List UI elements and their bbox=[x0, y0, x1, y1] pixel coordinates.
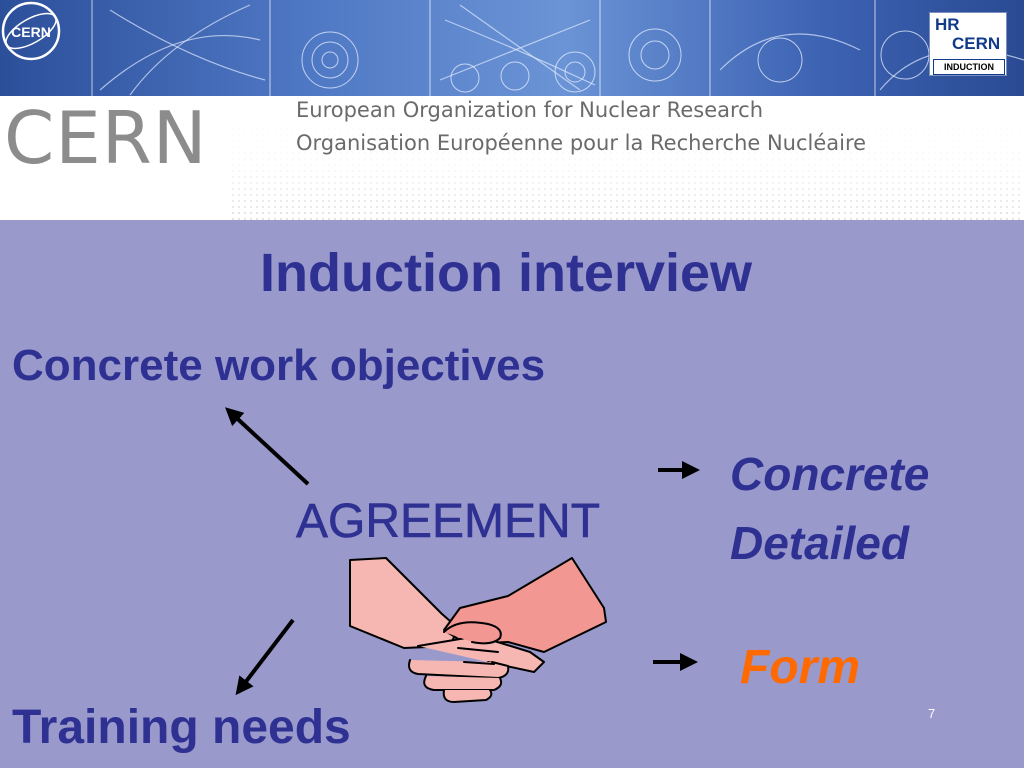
handshake-icon bbox=[349, 557, 607, 703]
header-organization-band bbox=[0, 96, 1024, 220]
quality-detailed: Detailed bbox=[730, 517, 909, 569]
arrow-to-training-icon bbox=[235, 618, 295, 696]
quality-concrete: Concrete bbox=[730, 448, 930, 500]
hr-induction-badge: HR CERN INDUCTION bbox=[929, 12, 1007, 76]
badge-cern: CERN bbox=[952, 34, 1001, 53]
cern-wordmark: CERN bbox=[4, 96, 208, 180]
badge-induction: INDUCTION bbox=[933, 59, 1005, 75]
form-label: Form bbox=[740, 641, 860, 694]
training-needs-label: Training needs bbox=[12, 701, 351, 754]
slide-title: Induction interview bbox=[260, 243, 753, 303]
org-name-english: European Organization for Nuclear Resear… bbox=[296, 98, 764, 122]
badge-hr: HR bbox=[935, 15, 960, 34]
objectives-label: Concrete work objectives bbox=[12, 341, 546, 390]
page-number: 7 bbox=[928, 706, 936, 721]
org-name-french: Organisation Européenne pour la Recherch… bbox=[296, 131, 867, 155]
cern-seal-icon: CERN bbox=[1, 1, 61, 61]
agreement-label: AGREEMENT bbox=[296, 495, 601, 548]
arrow-to-objectives-icon bbox=[225, 407, 310, 486]
banner-physics-imagery bbox=[91, 0, 1024, 96]
seal-label: CERN bbox=[11, 24, 51, 40]
header-banner: CERN HR CERN INDUCTION bbox=[0, 0, 1024, 96]
